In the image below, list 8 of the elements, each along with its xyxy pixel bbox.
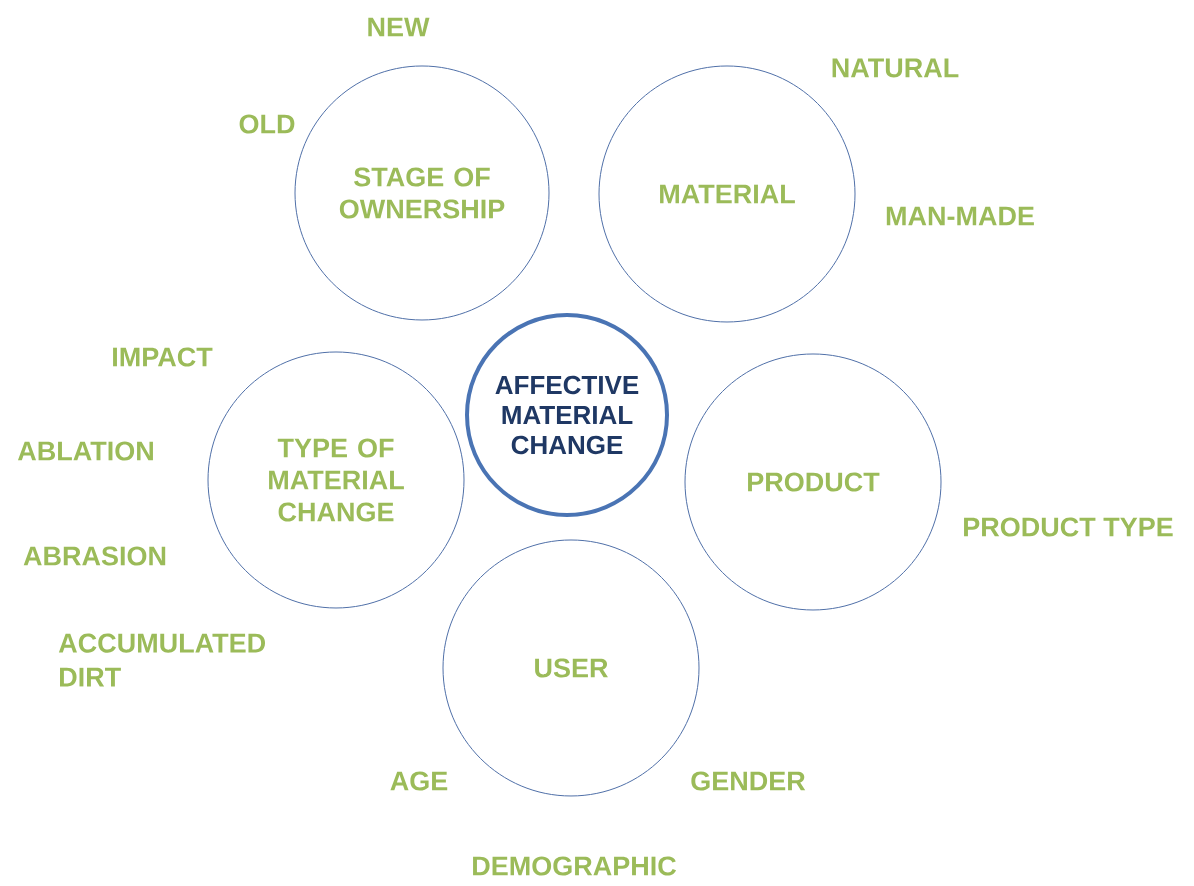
category-label: PRODUCT TYPE xyxy=(964,517,1173,537)
category-label: MAN-MADE xyxy=(886,206,1034,226)
category-label: DEMOGRAPHIC xyxy=(473,856,676,876)
category-label: ACCUMULATED DIRT xyxy=(58,633,266,687)
category-label: ABLATION xyxy=(17,441,153,461)
category-label: NEW xyxy=(368,17,430,37)
category-label: OLD xyxy=(239,114,295,134)
category-label: ABRASION xyxy=(23,546,166,566)
